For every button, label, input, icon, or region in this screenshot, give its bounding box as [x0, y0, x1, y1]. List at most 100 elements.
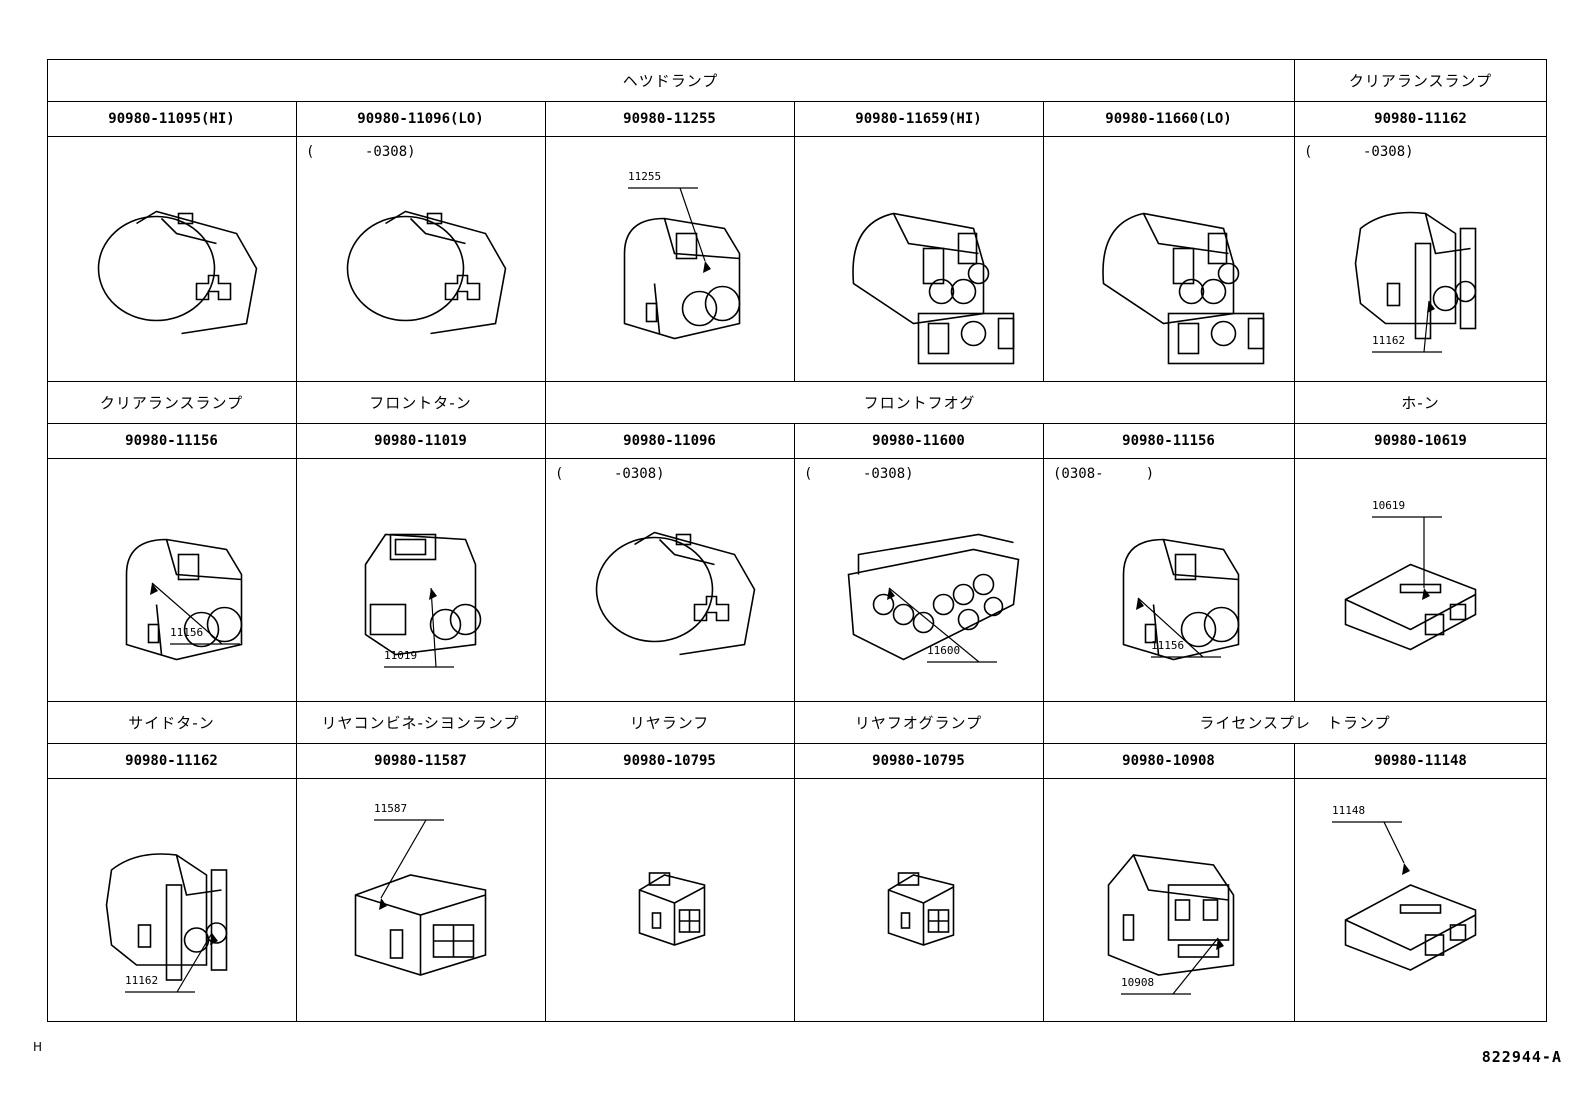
part-number: 90980-11600: [872, 432, 965, 449]
grid-line: [1294, 101, 1295, 381]
grid-line: [47, 1021, 1547, 1022]
grid-line: [47, 458, 1547, 459]
grid-line: [296, 423, 297, 701]
header-side-turn: サイドタ‐ン: [128, 713, 215, 732]
grid-line: [47, 381, 1547, 382]
grid-line: [1294, 423, 1295, 701]
connector-illustration: [545, 136, 794, 381]
grid-line: [47, 423, 1547, 424]
connector-illustration: [1043, 136, 1294, 381]
callout-label: 11156: [1151, 639, 1185, 652]
connector-illustration: [1043, 458, 1294, 701]
grid-line: [47, 778, 1547, 779]
grid-line: [296, 381, 297, 423]
callout-label: 10908: [1121, 976, 1155, 989]
callout-label: 11587: [374, 802, 408, 815]
grid-line: [296, 701, 297, 743]
header-front-turn: フロントタ‐ン: [369, 393, 472, 412]
connector-illustration: [296, 458, 545, 701]
part-number: 90980-11162: [125, 752, 218, 769]
connector-illustration: [1294, 458, 1547, 701]
drawing-number: 822944-A: [1481, 1048, 1562, 1066]
callout-label: 11156: [170, 626, 204, 639]
grid-line: [794, 101, 795, 381]
header-rear-lamp: リヤランフ: [629, 713, 710, 732]
part-number: 90980-11096: [623, 432, 716, 449]
grid-line: [1294, 59, 1295, 101]
connector-illustration: [1294, 778, 1547, 1022]
part-number: 90980-11255: [623, 110, 716, 127]
grid-line: [1546, 59, 1547, 1022]
production-date-note: ( -0308): [306, 144, 416, 160]
grid-line: [47, 701, 1547, 702]
connector-illustration: [545, 778, 794, 1022]
part-number: 90980-11095(HI): [108, 110, 235, 127]
production-date-note: ( -0308): [804, 466, 914, 482]
grid-line: [545, 101, 546, 381]
connector-illustration: [545, 458, 794, 701]
part-number: 90980-10795: [623, 752, 716, 769]
grid-line: [47, 136, 1547, 137]
callout-label: 10619: [1372, 499, 1406, 512]
part-number: 90980-11148: [1374, 752, 1467, 769]
callout-label: 11255: [628, 170, 662, 183]
header-clearance-1: クリアランスランプ: [1348, 71, 1493, 90]
connector-illustration: [296, 778, 545, 1022]
grid-line: [545, 381, 546, 423]
header-front-fog: フロントフオグ: [863, 393, 976, 412]
callout-label: 11148: [1332, 804, 1366, 817]
header-rear-fog: リヤフオグランプ: [854, 713, 983, 732]
connector-illustration: [1294, 136, 1547, 381]
connector-illustration: [1043, 778, 1294, 1022]
callout-label: 11162: [1372, 334, 1406, 347]
connector-illustration: [296, 136, 545, 381]
connector-illustration: [47, 778, 296, 1022]
header-rear-combination: リヤコンビネ‐シヨンランプ: [321, 713, 520, 732]
grid-line: [47, 59, 1547, 60]
grid-line: [545, 743, 546, 1022]
grid-line: [545, 423, 546, 701]
connector-chart: ヘツドランプクリアランスランプクリアランスランプフロントタ‐ンフロントフオグホ‐…: [47, 59, 1547, 1022]
part-number: 90980-10619: [1374, 432, 1467, 449]
grid-line: [794, 743, 795, 1022]
production-date-note: ( -0308): [1304, 144, 1414, 160]
part-number: 90980-11660(LO): [1105, 110, 1232, 127]
grid-line: [47, 743, 1547, 744]
part-number: 90980-10795: [872, 752, 965, 769]
part-number: 90980-11659(HI): [855, 110, 982, 127]
part-number: 90980-11019: [374, 432, 467, 449]
connector-illustration: [47, 458, 296, 701]
grid-line: [1294, 381, 1295, 423]
part-number: 90980-11096(LO): [357, 110, 484, 127]
grid-line: [296, 101, 297, 381]
grid-line: [1043, 423, 1044, 701]
grid-line: [1043, 101, 1044, 381]
part-number: 90980-11587: [374, 752, 467, 769]
grid-line: [794, 423, 795, 701]
grid-line: [296, 743, 297, 1022]
production-date-note: (0308- ): [1053, 466, 1155, 482]
grid-line: [47, 59, 48, 1022]
connector-illustration: [794, 458, 1043, 701]
callout-label: 11162: [125, 974, 159, 987]
callout-label: 11019: [384, 649, 418, 662]
part-number: 90980-10908: [1122, 752, 1215, 769]
header-clearance-2: クリアランスランプ: [99, 393, 244, 412]
header-headlamp: ヘツドランプ: [622, 71, 719, 90]
connector-illustration: [794, 778, 1043, 1022]
grid-line: [794, 701, 795, 743]
header-horn: ホ‐ン: [1401, 393, 1440, 412]
grid-line: [47, 101, 1547, 102]
production-date-note: ( -0308): [555, 466, 665, 482]
footer-mark: H: [33, 1040, 43, 1054]
grid-line: [1043, 701, 1044, 743]
header-license: ライセンスプレ トランプ: [1199, 713, 1391, 732]
connector-illustration: [794, 136, 1043, 381]
grid-line: [545, 701, 546, 743]
grid-line: [1294, 743, 1295, 1022]
part-number: 90980-11162: [1374, 110, 1467, 127]
part-number: 90980-11156: [125, 432, 218, 449]
grid-line: [1043, 743, 1044, 1022]
part-number: 90980-11156: [1122, 432, 1215, 449]
connector-illustration: [47, 136, 296, 381]
